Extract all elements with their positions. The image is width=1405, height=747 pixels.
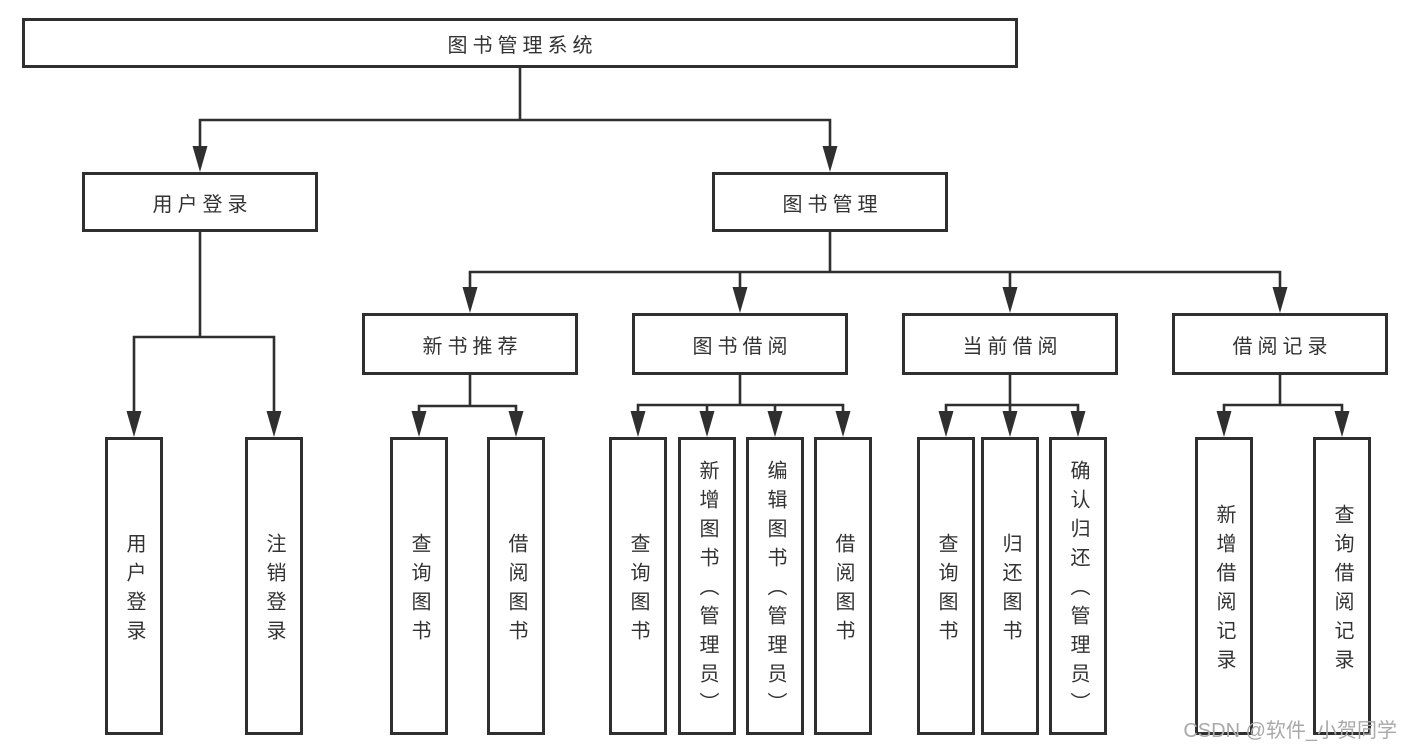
leaf-label: 查询图书 <box>935 532 957 649</box>
leaf-add-books-admin: 新增图书（管理员） <box>678 437 736 735</box>
node-book-management-system: 图书管理系统 <box>22 18 1018 68</box>
leaf-return-books: 归还图书 <box>981 437 1039 735</box>
leaf-borrow-books: 借阅图书 <box>814 437 872 735</box>
leaf-current-query-books: 查询图书 <box>917 437 975 735</box>
leaf-label: 确认归还（管理员） <box>1067 460 1089 721</box>
leaf-label: 借阅图书 <box>832 532 854 649</box>
node-label: 用户登录 <box>152 193 253 216</box>
leaf-recommend-query-books: 查询图书 <box>390 437 448 735</box>
arrow-down-icons <box>126 146 1350 437</box>
leaf-query-borrow-record: 查询借阅记录 <box>1313 437 1371 735</box>
leaf-label: 新增借阅记录 <box>1213 503 1235 678</box>
node-label: 图书管理系统 <box>447 34 598 57</box>
node-label: 新书推荐 <box>422 335 523 358</box>
node-current-borrowing: 当前借阅 <box>902 313 1118 375</box>
leaf-edit-books-admin: 编辑图书（管理员） <box>746 437 804 735</box>
node-new-book-recommendation: 新书推荐 <box>362 313 578 375</box>
leaf-label: 新增图书（管理员） <box>696 460 718 721</box>
leaf-label: 编辑图书（管理员） <box>764 460 786 721</box>
node-book-management: 图书管理 <box>712 172 948 232</box>
csdn-watermark: CSDN @软件_小贺同学 <box>1183 720 1397 742</box>
node-label: 借阅记录 <box>1232 335 1333 358</box>
node-label: 当前借阅 <box>962 335 1063 358</box>
leaf-label: 借阅图书 <box>505 532 527 649</box>
leaf-user-login: 用户登录 <box>105 437 163 735</box>
leaf-borrowing-query-books: 查询图书 <box>609 437 667 735</box>
leaf-label: 查询图书 <box>627 532 649 649</box>
leaf-recommend-borrow-books: 借阅图书 <box>487 437 545 735</box>
node-label: 图书管理 <box>782 193 883 216</box>
leaf-label: 查询借阅记录 <box>1331 503 1353 678</box>
leaf-label: 查询图书 <box>408 532 430 649</box>
leaf-label: 归还图书 <box>999 532 1021 649</box>
leaf-logout: 注销登录 <box>245 437 303 735</box>
leaf-confirm-return-admin: 确认归还（管理员） <box>1049 437 1107 735</box>
leaf-label: 用户登录 <box>123 532 145 649</box>
leaf-add-borrow-record: 新增借阅记录 <box>1195 437 1253 735</box>
node-borrowing-records: 借阅记录 <box>1172 313 1388 375</box>
node-book-borrowing: 图书借阅 <box>632 313 848 375</box>
node-user-login: 用户登录 <box>82 172 318 232</box>
node-label: 图书借阅 <box>692 335 793 358</box>
leaf-label: 注销登录 <box>263 532 285 649</box>
